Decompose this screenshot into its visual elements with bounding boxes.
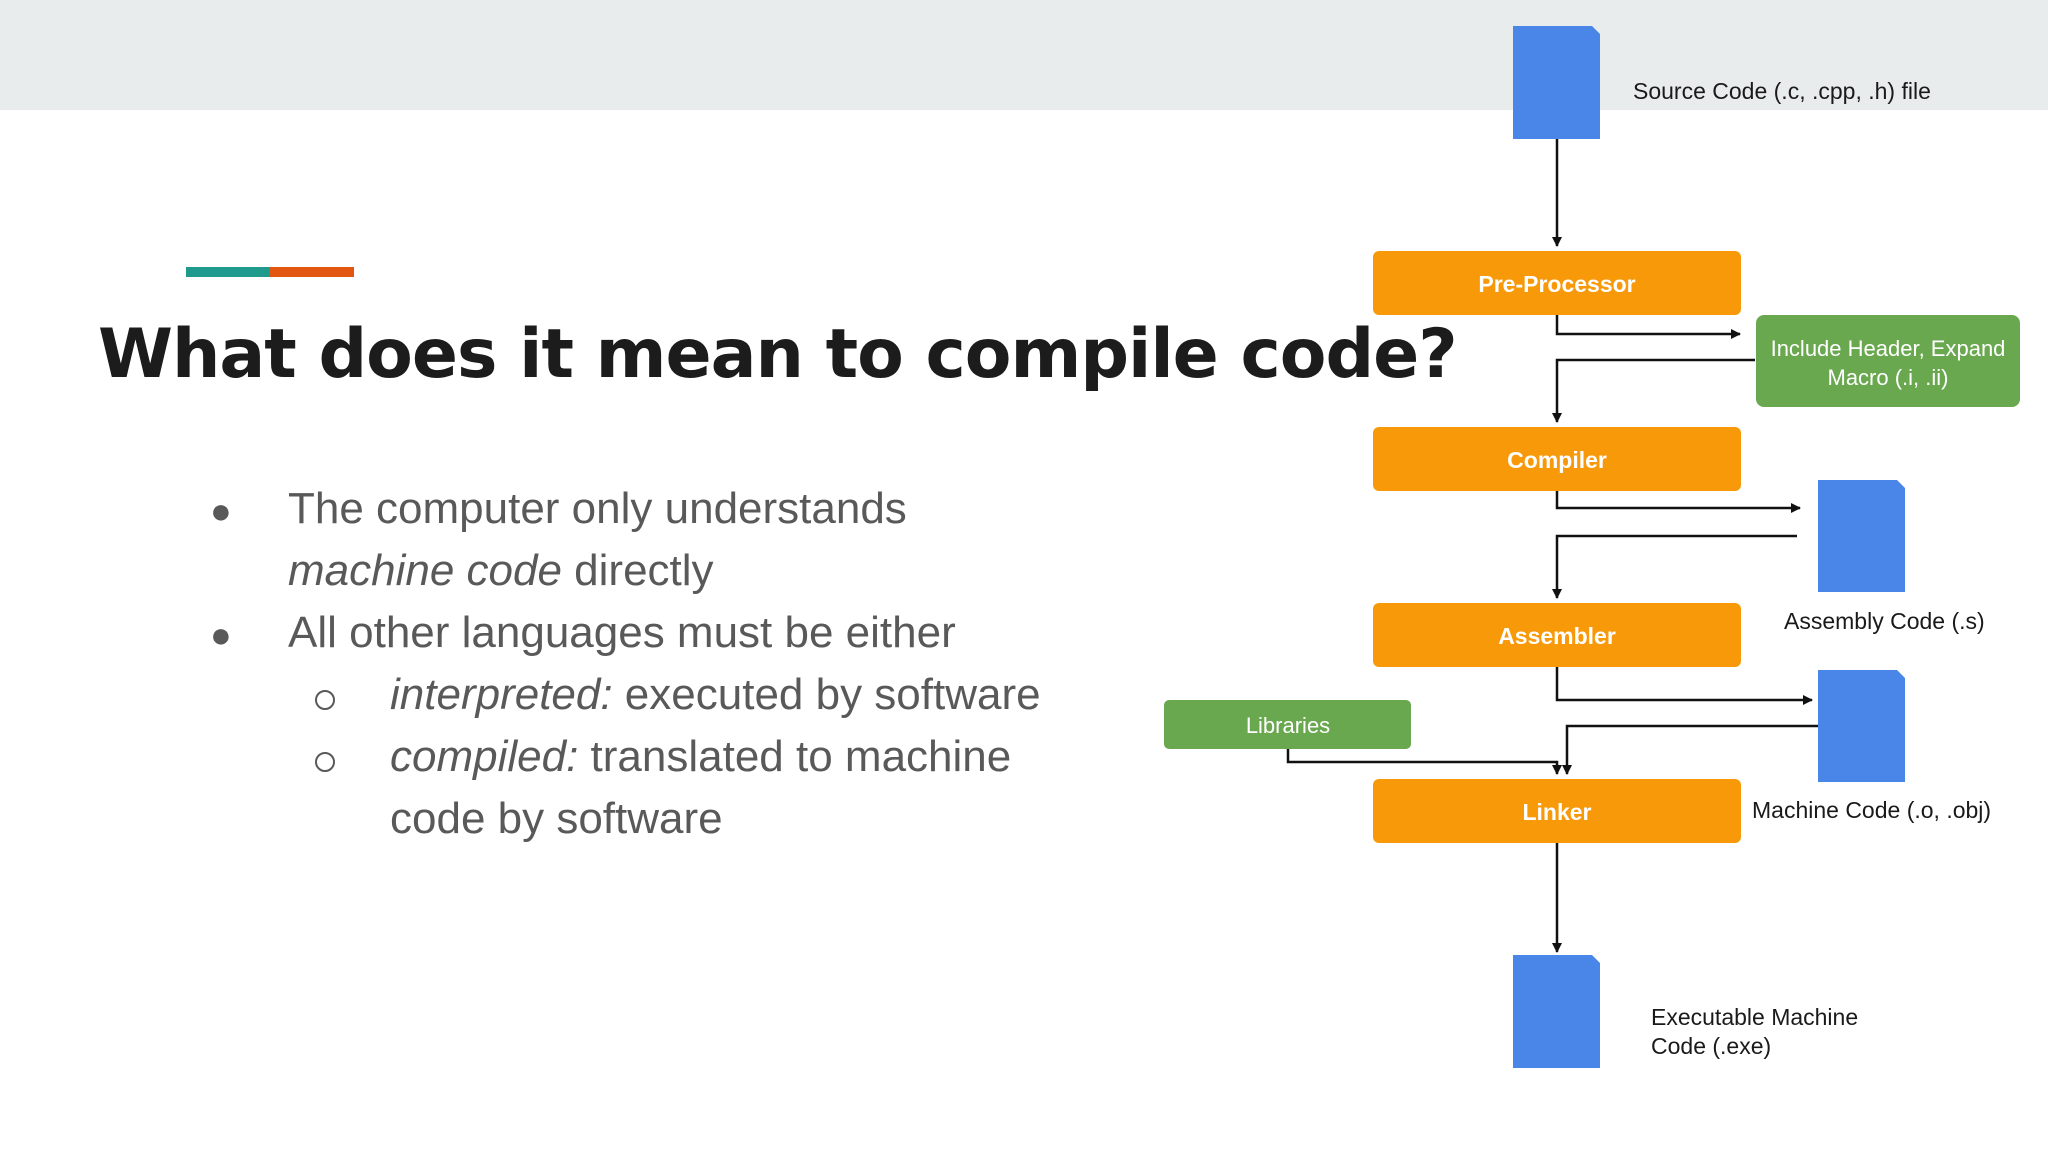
libraries-box: Libraries [1164,700,1411,749]
machine-file-icon [1818,670,1905,782]
assembly-code-label: Assembly Code (.s) [1784,608,1985,634]
slide-title: What does it mean to compile code? [98,315,1458,394]
executable-label-line-2: Code (.exe) [1651,1033,1771,1059]
sub-bullet-circle [315,752,335,772]
stage-assembler: Assembler [1373,603,1741,667]
title-accent-teal [186,267,270,277]
bullet-dot: ● [210,490,232,531]
stage-linker: Linker [1373,779,1741,843]
bullet-1-line-2: machine code directly [288,546,714,595]
bullet-dot: ● [210,614,232,655]
source-code-label: Source Code (.c, .cpp, .h) file [1633,78,1931,104]
executable-file-icon [1513,955,1600,1068]
executable-label-line-1: Executable Machine [1651,1004,1858,1030]
header-band [0,0,2048,110]
svg-text:Libraries: Libraries [1246,713,1330,738]
svg-text:Include Header, Expand: Include Header, Expand [1771,336,2006,361]
stage-pre-processor: Pre-Processor [1373,251,1741,315]
sub-bullet-1: interpreted: executed by software [390,670,1041,719]
sub-bullet-2-line-2: code by software [390,794,723,843]
svg-text:Assembler: Assembler [1498,623,1616,649]
svg-text:Compiler: Compiler [1507,447,1607,473]
source-file-icon [1513,26,1600,139]
title-accent-orange [270,267,354,277]
connector-lines [1286,139,1820,953]
bullet-2-line-1: All other languages must be either [288,608,956,657]
svg-text:Linker: Linker [1522,799,1591,825]
stage-compiler: Compiler [1373,427,1741,491]
sub-bullet-2-line-1: compiled: translated to machine [390,732,1012,781]
svg-text:Pre-Processor: Pre-Processor [1478,271,1635,297]
machine-code-label: Machine Code (.o, .obj) [1752,797,1991,823]
svg-text:Macro (.i, .ii): Macro (.i, .ii) [1828,365,1949,390]
include-header-box: Include Header, Expand Macro (.i, .ii) [1756,315,2020,407]
bullet-1-line-1: The computer only understands [288,484,907,533]
assembly-file-icon [1818,480,1905,592]
sub-bullet-circle [315,690,335,710]
